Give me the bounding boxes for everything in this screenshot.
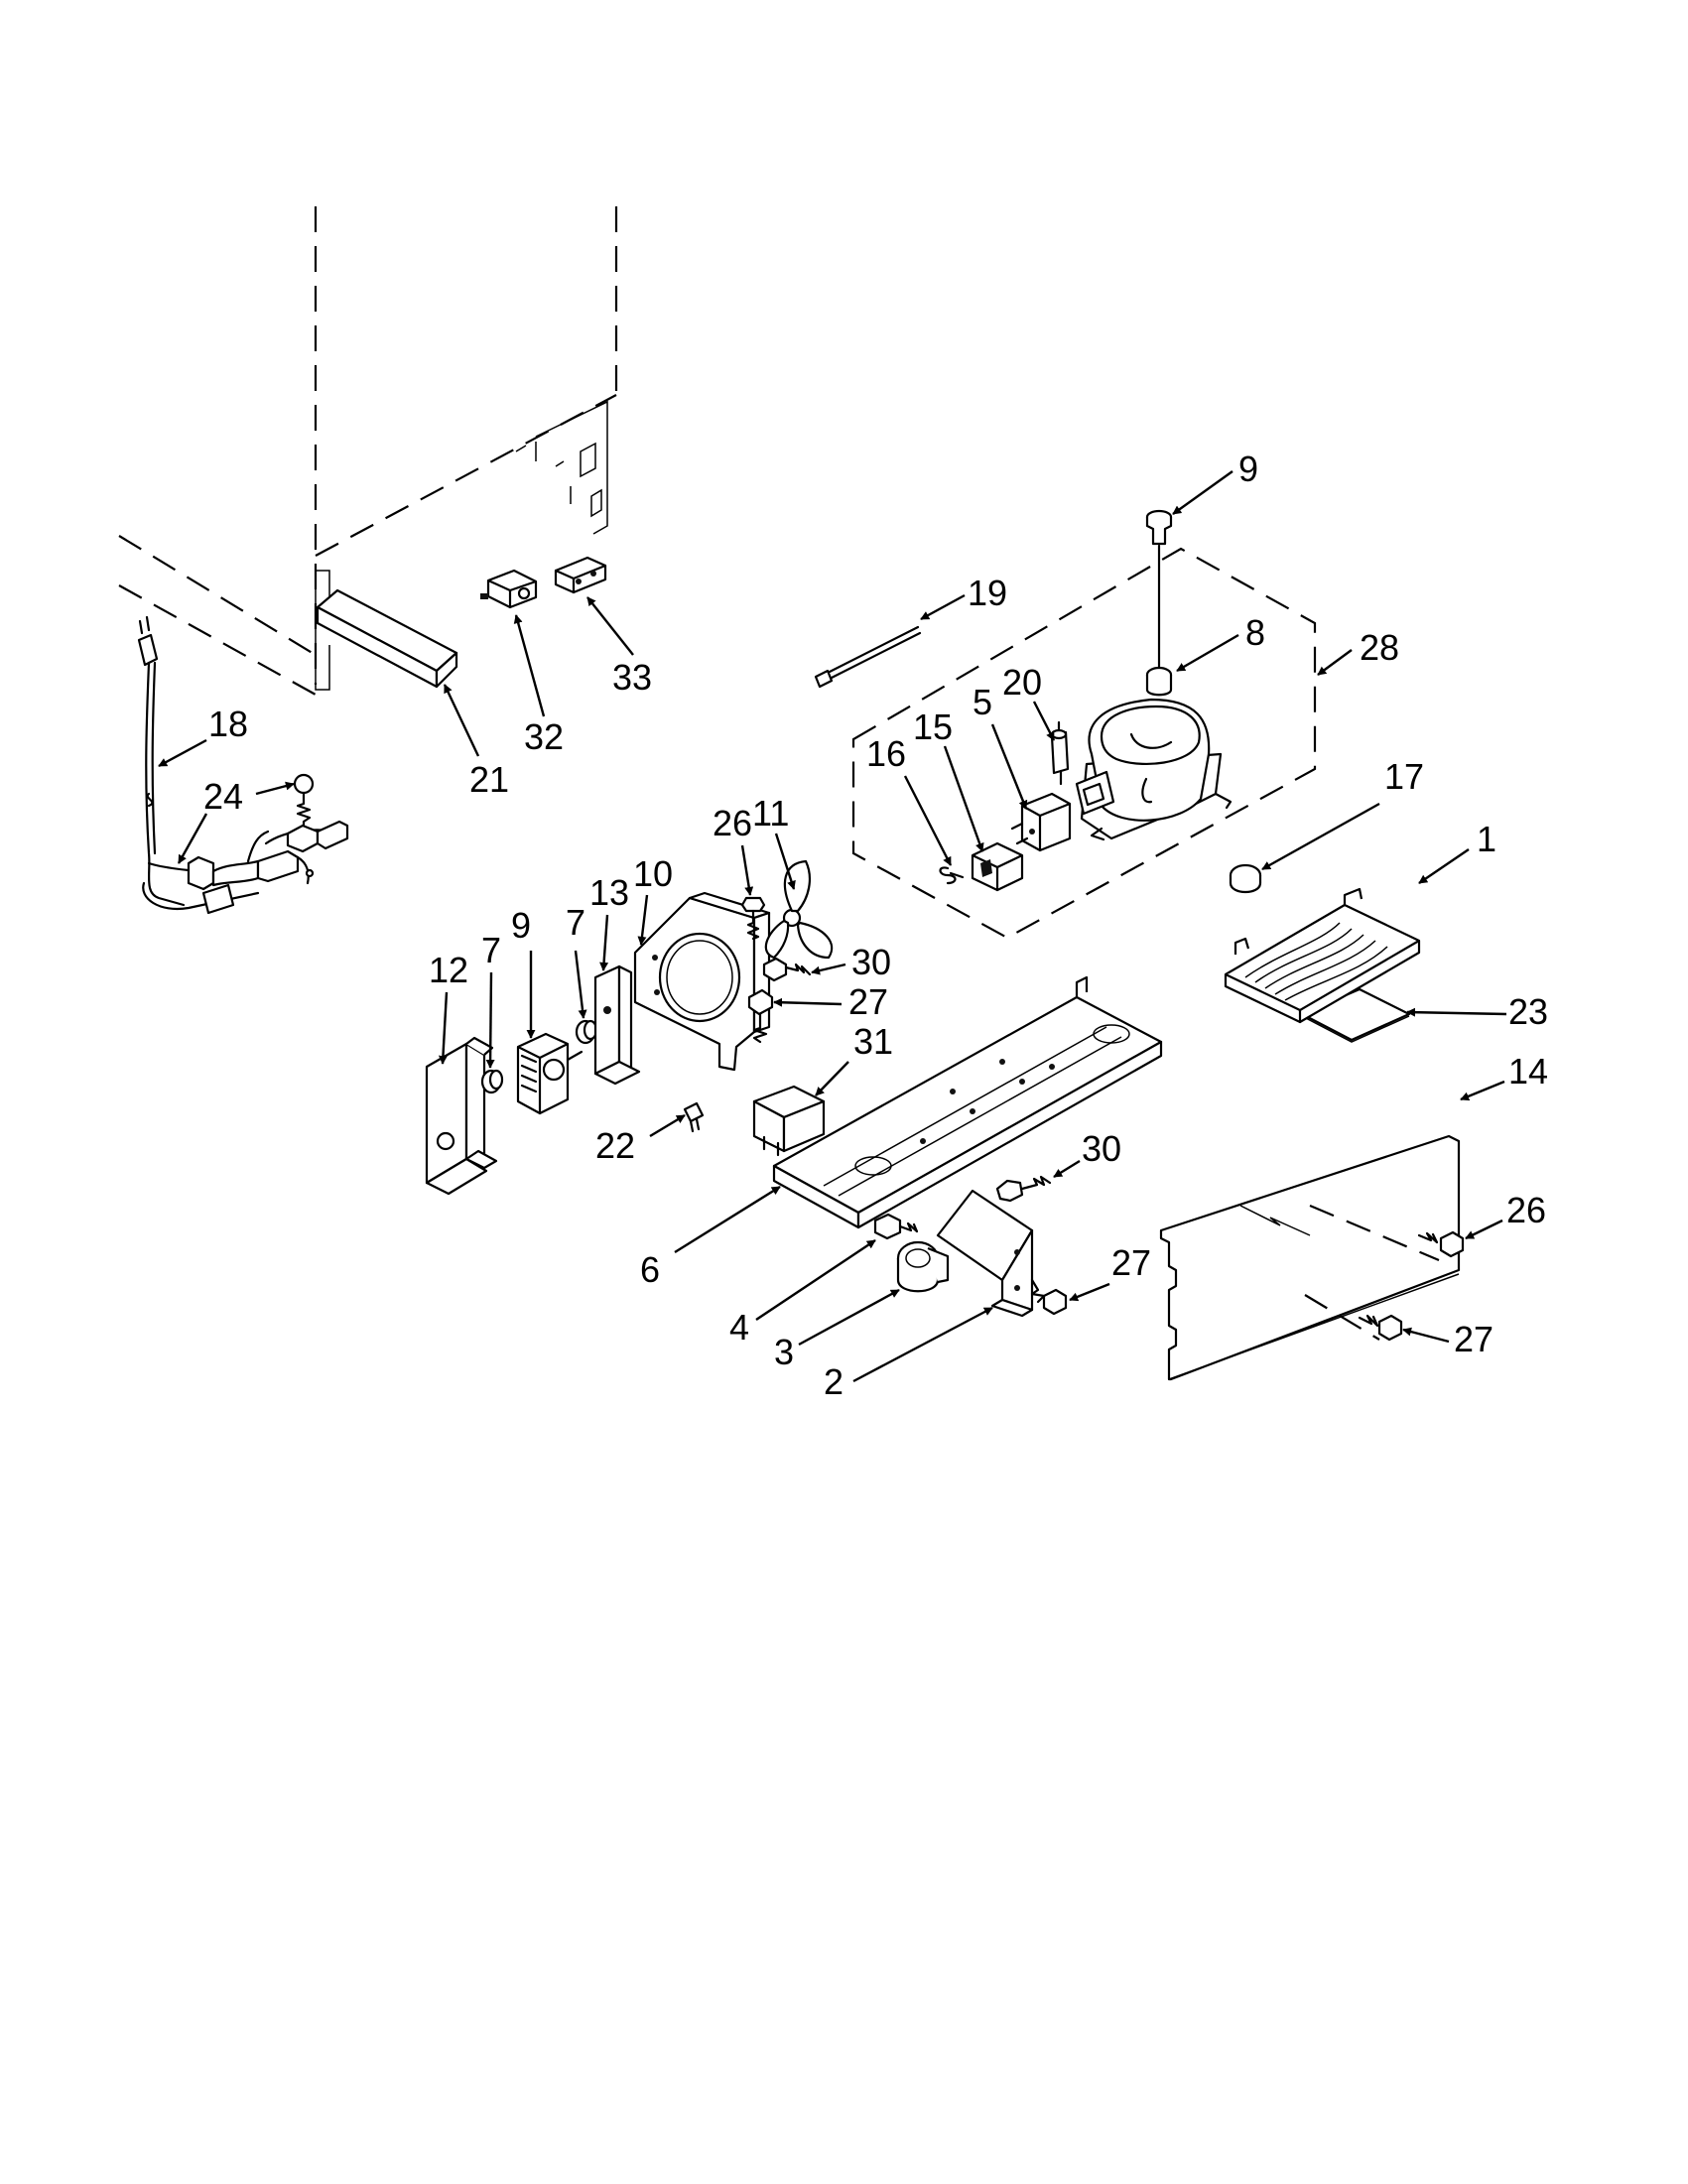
callout-14: 13 (589, 872, 629, 913)
callout-33: 33 (612, 657, 652, 698)
grommet-part-left (480, 1069, 504, 1094)
rear-access-panel-part (1159, 1134, 1461, 1381)
callout-7-left: 7 (481, 930, 501, 970)
power-cord-part (137, 615, 260, 911)
insulation-strip (316, 588, 458, 689)
drain-plug-part (1229, 863, 1262, 894)
callout-2: 2 (824, 1361, 844, 1402)
motor-bracket-small-part (593, 964, 641, 1086)
fan-motor-part (516, 1032, 584, 1115)
screw-27-part-a (747, 988, 774, 1044)
callout-20: 19 (968, 573, 1007, 613)
callout-27-bracket: 27 (1111, 1242, 1151, 1283)
base-rail-part (772, 975, 1163, 1229)
callout-10: 9 (511, 905, 531, 946)
callout-6: 6 (640, 1249, 660, 1290)
fan-shroud-part (633, 891, 771, 1072)
screw-29-part (995, 1175, 1052, 1203)
relay-cover-part (971, 841, 1024, 892)
callout-21: 20 (1002, 662, 1042, 703)
fan-blade-part (764, 859, 834, 960)
callout-29: 30 (1082, 1128, 1121, 1169)
callout-24: 23 (1508, 991, 1548, 1032)
callout-16: 15 (913, 707, 953, 747)
callout-12: 11 (752, 793, 789, 834)
compressor-part (1075, 698, 1233, 841)
callout-18: 17 (1384, 756, 1424, 797)
drain-pan-part (1224, 887, 1421, 1024)
clip-small-part (683, 1101, 705, 1133)
screw-26-part-panel (1417, 1230, 1465, 1258)
callout-25: 24 (203, 776, 243, 817)
compressor-assembly-outline (851, 547, 1317, 940)
screw-27-part-b (1030, 1278, 1068, 1316)
cabinet-outline (118, 206, 618, 696)
compressor-bracket-part (936, 1189, 1034, 1318)
compressor-grommet-part (1145, 666, 1173, 697)
screw-27-part-panel (1358, 1314, 1403, 1342)
screw-4-part (873, 1213, 919, 1240)
clip-part (939, 866, 965, 885)
switch-part (480, 569, 538, 609)
callout-7-right: 7 (566, 902, 585, 943)
callout-labels: 9 19 28 8 20 5 15 16 17 1 23 14 26 27 30… (203, 449, 1548, 1402)
bracket-part (554, 556, 607, 594)
screw-30-part (762, 957, 812, 982)
callout-4: 4 (729, 1307, 749, 1348)
callout-13: 12 (429, 950, 468, 990)
condenser-motor-part (896, 1240, 950, 1293)
callout-arrows (158, 470, 1507, 1383)
callout-27-fan: 27 (848, 981, 888, 1022)
callout-26-panel: 26 (1506, 1190, 1546, 1230)
callout-3: 3 (774, 1332, 794, 1372)
callout-9: 9 (1238, 449, 1258, 489)
callout-30: 30 (851, 942, 891, 982)
capacitor-part (1050, 720, 1070, 786)
compressor-bolt-part (1145, 509, 1173, 677)
motor-bracket-part (425, 1036, 498, 1196)
callout-15: 14 (1508, 1051, 1548, 1092)
callout-32: 32 (524, 716, 564, 757)
callout-11: 10 (633, 853, 673, 894)
grommet-part-right (575, 1019, 598, 1045)
wire-harness-part (187, 773, 349, 915)
callout-8: 8 (1245, 612, 1265, 653)
cable-tie-part (814, 625, 922, 689)
screw-fan-part (740, 896, 766, 941)
callout-31: 31 (853, 1021, 893, 1062)
callout-1: 1 (1477, 819, 1496, 859)
callout-26-fan: 26 (713, 803, 752, 843)
starting-device-part (752, 1085, 826, 1157)
callout-5: 5 (973, 682, 992, 722)
callout-28: 28 (1360, 627, 1399, 668)
callout-23: 22 (595, 1125, 635, 1166)
callout-19: 18 (208, 704, 248, 744)
overload-relay-part (1010, 792, 1072, 852)
callout-22: 21 (469, 759, 509, 800)
callout-17: 16 (866, 733, 906, 774)
callout-27-panel: 27 (1454, 1319, 1493, 1359)
